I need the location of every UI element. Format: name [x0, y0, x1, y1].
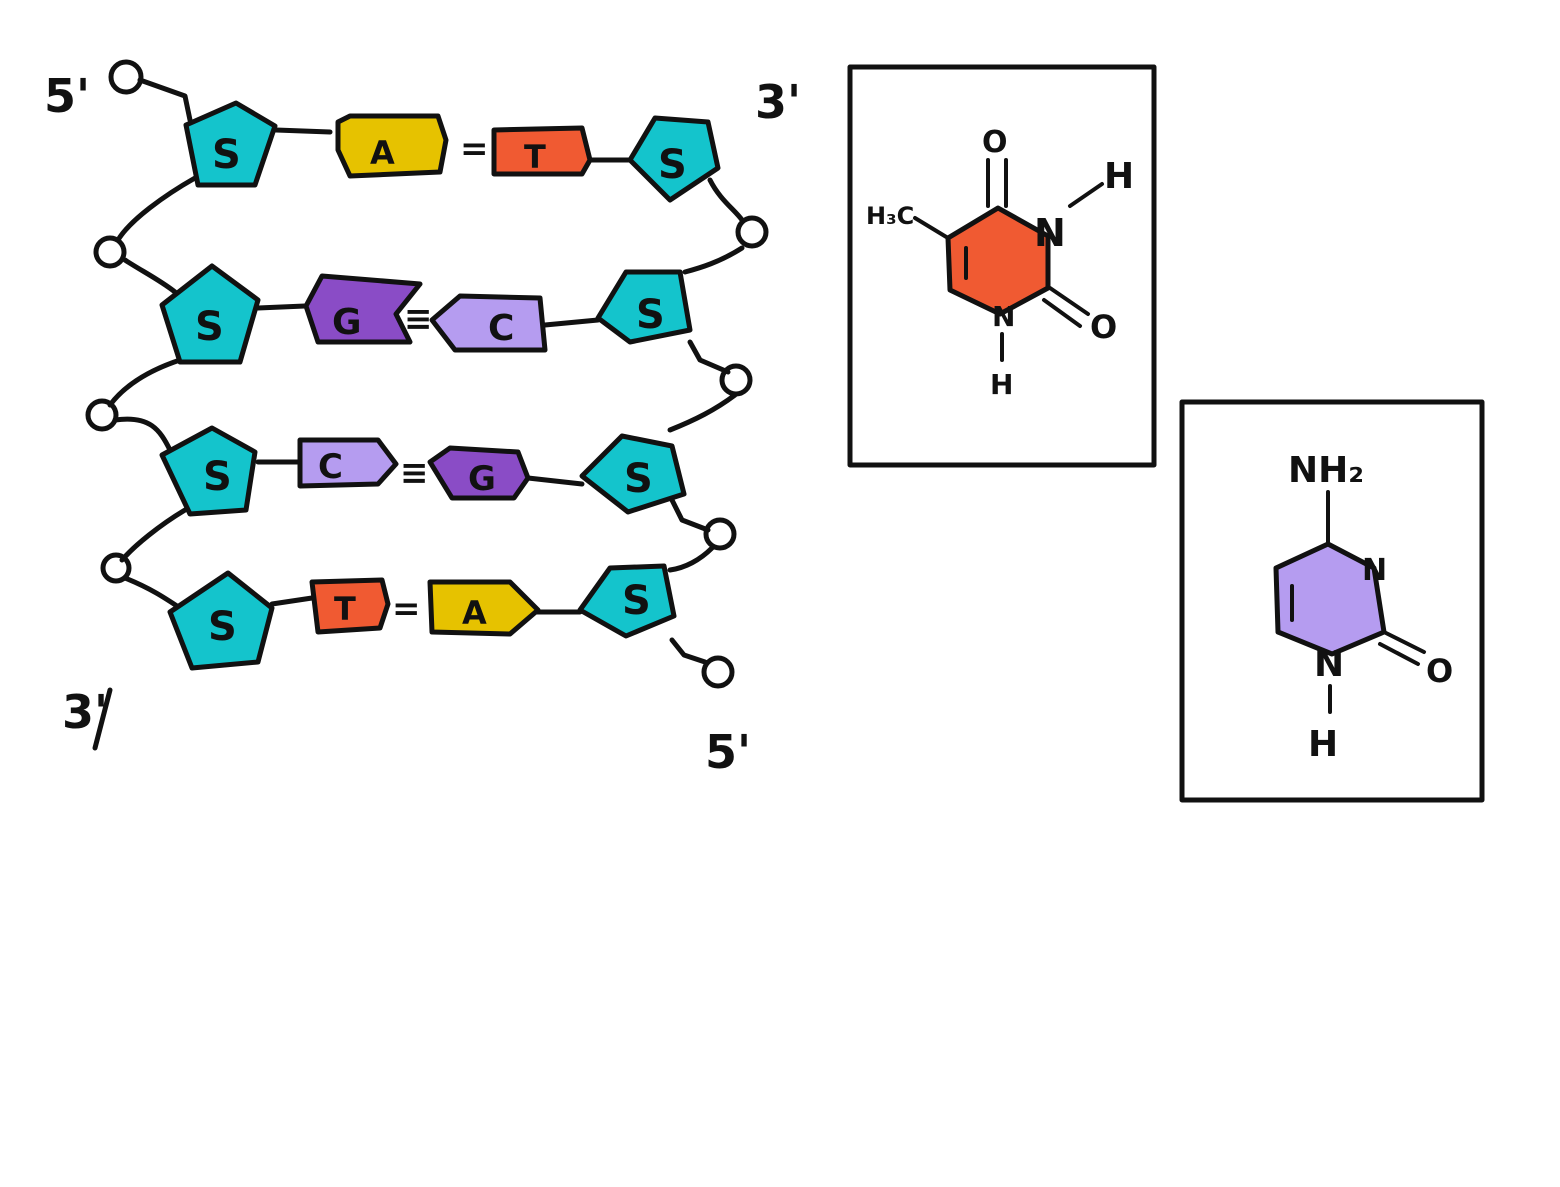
sugar: S	[159, 263, 261, 365]
phosphate	[703, 517, 737, 551]
hydrogen-bond: =	[460, 129, 489, 169]
thymine-structure-panel: O H₃C N H O N H	[847, 64, 1157, 468]
phosphate	[108, 59, 144, 95]
sugar: S	[627, 115, 721, 203]
base-guanine: G	[427, 445, 531, 501]
sugar: S	[577, 563, 677, 639]
hydrogen-bottom-label: H	[1308, 724, 1338, 765]
methyl-label: H₃C	[866, 202, 914, 230]
base-thymine: T	[491, 125, 593, 177]
dna-double-helix: 5' 3' 3' 5'	[44, 59, 801, 779]
amine-label: NH₂	[1288, 450, 1364, 491]
sugar: S	[579, 433, 687, 515]
svg-text:S: S	[658, 142, 687, 188]
hydrogen-top-label: H	[1104, 156, 1134, 197]
sugar: S	[167, 570, 275, 671]
base-letter: G	[332, 302, 362, 343]
phosphate-groups	[85, 59, 769, 689]
svg-text:S: S	[208, 604, 237, 650]
cytosine-structure-panel: NH₂ N N O H	[1179, 399, 1485, 803]
nitrogen-top-label: N	[1034, 211, 1066, 255]
base-thymine: T	[309, 577, 391, 635]
right-strand-3prime-label: 3'	[755, 75, 801, 129]
svg-text:S: S	[203, 454, 232, 500]
svg-text:S: S	[622, 578, 651, 624]
base-adenine: A	[335, 113, 449, 179]
left-backbone	[92, 77, 198, 751]
base-letter: A	[462, 594, 487, 632]
glycosidic-links	[255, 127, 633, 615]
nitrogen-bottom-label: N	[992, 300, 1015, 333]
oxygen-right-label: O	[1426, 652, 1453, 690]
left-strand-5prime-label: 5'	[44, 69, 90, 123]
base-letter: C	[318, 447, 343, 487]
oxygen-right-label: O	[1090, 308, 1117, 346]
base-letter: A	[370, 134, 395, 172]
base-pair-1: A = T	[335, 113, 593, 179]
hydrogen-bottom-label: H	[990, 368, 1013, 401]
svg-text:S: S	[212, 132, 241, 178]
cytosine-ring	[1273, 541, 1387, 657]
base-pair-3: C ≡ G	[297, 437, 531, 501]
base-letter: T	[524, 138, 546, 176]
base-adenine: A	[427, 579, 541, 637]
phosphate	[735, 215, 769, 249]
base-guanine: G	[303, 273, 423, 345]
phosphate	[93, 235, 127, 269]
hydrogen-bond: =	[392, 589, 421, 629]
phosphate	[719, 363, 753, 397]
svg-text:S: S	[195, 304, 224, 350]
base-pair-2: G ≡ C	[303, 273, 548, 353]
base-pair-4: T = A	[309, 577, 541, 637]
nitrogen-bottom-label: N	[1314, 644, 1344, 685]
hydrogen-bond: ≡	[400, 453, 429, 493]
left-sugars: S S S S	[159, 100, 278, 671]
nitrogen-top-label: N	[1362, 553, 1387, 588]
sugar: S	[183, 100, 278, 188]
right-sugars: S S S S	[577, 115, 721, 639]
svg-text:S: S	[624, 456, 653, 502]
phosphate	[701, 655, 735, 689]
hydrogen-bond: ≡	[404, 299, 433, 339]
oxygen-top-label: O	[982, 125, 1008, 160]
sugar: S	[159, 425, 258, 517]
base-letter: G	[468, 459, 496, 499]
base-letter: T	[334, 590, 356, 628]
base-cytosine: C	[429, 293, 548, 353]
sugar: S	[595, 269, 693, 345]
phosphate	[100, 552, 132, 584]
right-strand-5prime-label: 5'	[705, 725, 751, 779]
svg-text:S: S	[636, 292, 665, 338]
right-backbone	[667, 177, 745, 665]
base-letter: C	[488, 308, 514, 349]
thymine-ring	[945, 205, 1051, 317]
phosphate	[85, 398, 119, 432]
base-cytosine: C	[297, 437, 399, 489]
